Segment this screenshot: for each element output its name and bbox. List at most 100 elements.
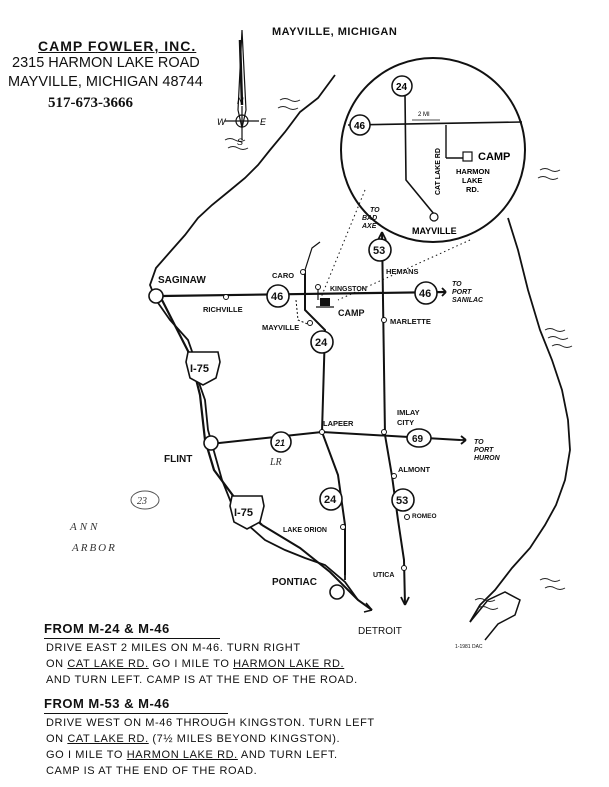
compass-n: N: [237, 96, 244, 106]
shield-i75-south: I-75: [234, 507, 253, 519]
inset-map: 24 46 2 MI CAT LAKE RD CAMP HARMON LAKE …: [340, 57, 526, 243]
label-flint: FLINT: [164, 454, 192, 465]
coastline-west: [149, 74, 359, 601]
shield-m53-north: 53: [373, 245, 385, 257]
label-to-port-sanilac-1: TO: [452, 281, 462, 288]
camp-address: 2315 HARMON LAKE ROAD: [12, 55, 200, 71]
shield-m53-south: 53: [396, 495, 408, 507]
pontiac-marker: [329, 584, 345, 600]
label-to-port-sanilac-2: PORT: [452, 289, 472, 296]
label-lake-orion: LAKE ORION: [283, 527, 327, 534]
label-lapeer: LAPEER: [323, 419, 354, 428]
inset-lake: LAKE: [462, 176, 482, 185]
directions-line: CAMP IS AT THE END OF THE ROAD.: [46, 765, 257, 777]
water-hatching: [224, 98, 573, 610]
directions-text: CAMP IS AT THE END OF THE ROAD.: [46, 765, 258, 777]
label-almont: ALMONT: [398, 465, 430, 474]
road-name: CAT LAKE RD.: [67, 733, 149, 745]
shield-m69: 69: [412, 434, 424, 445]
directions-text: GO I MILE TO: [148, 658, 234, 670]
shield-i75-north: I-75: [190, 363, 209, 375]
label-caro: CARO: [272, 271, 294, 280]
shield-m24-south: 24: [324, 494, 337, 506]
flint-marker: [203, 435, 219, 451]
directions-text: ON: [46, 733, 68, 745]
inset-cat-lake-rd: CAT LAKE RD: [435, 148, 442, 195]
handwritten-arbor: ARBOR: [71, 542, 117, 554]
directions-text: DRIVE WEST ON M-46 THROUGH KINGSTON. TUR…: [46, 717, 375, 729]
shield-m21: 21: [274, 438, 285, 448]
label-to-port-huron-1: TO: [474, 439, 484, 446]
directions-title-2: FROM M-53 & M-46: [44, 696, 170, 711]
saginaw-marker: [148, 288, 164, 304]
label-to-port-sanilac-3: SANILAC: [452, 297, 484, 304]
camp-name: CAMP FOWLER, INC.: [38, 38, 197, 54]
label-to-bad-axe-1: TO: [370, 207, 380, 214]
inset-harmon: HARMON: [456, 167, 490, 176]
directions-title-rule: [44, 713, 228, 714]
label-romeo: ROMEO: [412, 513, 437, 520]
camp-phone: 517-673-3666: [48, 95, 133, 111]
inset-mayville: MAYVILLE: [412, 226, 457, 236]
shield-m46-west: 46: [271, 291, 283, 303]
map-top-label: MAYVILLE, MICHIGAN: [272, 26, 398, 38]
road-name: HARMON LAKE RD.: [126, 749, 238, 761]
label-saginaw: SAGINAW: [158, 275, 206, 286]
handwritten-mark: LR: [269, 457, 282, 468]
map-credit: 1-1981 DAC: [455, 644, 483, 650]
inset-route-24: 24: [396, 82, 408, 93]
compass-w: W: [217, 117, 227, 127]
label-hemans: HEMANS: [386, 267, 419, 276]
coastline-southeast: [469, 591, 521, 641]
inset-connector: [319, 189, 471, 301]
label-city: CITY: [397, 418, 414, 427]
camp-city-state: MAYVILLE, MICHIGAN 48744: [8, 74, 203, 90]
town-dots: [223, 255, 410, 571]
label-to-port-huron-3: HURON: [474, 455, 501, 462]
label-to-bad-axe-3: AXE: [361, 223, 377, 230]
directions-title-1: FROM M-24 & M-46: [44, 621, 170, 636]
inset-camp: CAMP: [478, 151, 510, 163]
inset-rd: RD.: [466, 185, 479, 194]
directions-line: DRIVE EAST 2 MILES ON M-46. TURN RIGHT: [46, 642, 301, 654]
handwritten-notes: 23 ANN ARBOR LR: [69, 457, 282, 554]
coastline-east: [469, 217, 571, 623]
label-pontiac: PONTIAC: [272, 577, 317, 588]
label-imlay: IMLAY: [397, 408, 420, 417]
directions-line: DRIVE WEST ON M-46 THROUGH KINGSTON. TUR…: [46, 717, 375, 729]
compass-e: E: [260, 117, 267, 127]
shield-m24-north: 24: [315, 337, 328, 349]
directions-text: ON: [46, 658, 68, 670]
label-kingston: KINGSTON: [330, 286, 367, 293]
label-marlette: MARLETTE: [390, 317, 431, 326]
directions-title-rule: [44, 638, 220, 639]
label-detroit: DETROIT: [358, 626, 402, 637]
directions-line: GO I MILE TO HARMON LAKE RD. AND TURN LE…: [46, 749, 338, 761]
label-to-bad-axe-2: BAD: [362, 215, 377, 222]
label-camp: CAMP: [338, 308, 365, 318]
compass-s: S: [237, 137, 243, 147]
label-richville: RICHVILLE: [203, 305, 243, 314]
directions-line: ON CAT LAKE RD. (7½ MILES BEYOND KINGSTO…: [46, 733, 340, 745]
compass-rose: N S W E: [217, 29, 267, 147]
handwritten-number: 23: [137, 496, 147, 507]
label-to-port-huron-2: PORT: [474, 447, 494, 454]
inset-distance: 2 MI: [418, 112, 430, 118]
directions-text: (7½ MILES BEYOND KINGSTON).: [148, 733, 341, 745]
directions-text: DRIVE EAST 2 MILES ON M-46. TURN RIGHT: [46, 642, 301, 654]
directions-text: AND TURN LEFT. CAMP IS AT THE END OF THE…: [46, 674, 358, 686]
inset-route-46: 46: [354, 121, 366, 132]
label-utica: UTICA: [373, 572, 394, 579]
directions-line: AND TURN LEFT. CAMP IS AT THE END OF THE…: [46, 674, 358, 686]
directions-text: AND TURN LEFT.: [237, 749, 338, 761]
route-shields: [185, 238, 438, 530]
directions-line: ON CAT LAKE RD. GO I MILE TO HARMON LAKE…: [46, 658, 344, 670]
handwritten-ann: ANN: [69, 521, 100, 533]
road-name: CAT LAKE RD.: [67, 658, 149, 670]
shield-m46-east: 46: [419, 288, 431, 300]
city-markers: [148, 288, 345, 600]
label-mayville: MAYVILLE: [262, 323, 299, 332]
directions-text: GO I MILE TO: [46, 749, 127, 761]
road-name: HARMON LAKE RD.: [233, 658, 345, 670]
